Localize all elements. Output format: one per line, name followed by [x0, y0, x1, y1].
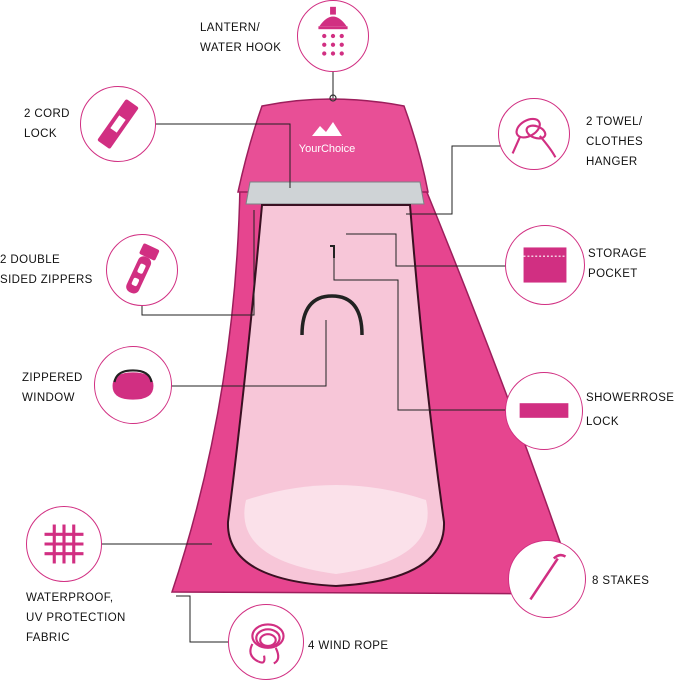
shower-strap [330, 245, 335, 258]
strap-icon [519, 403, 569, 418]
window-icon [112, 369, 154, 400]
coiled-rope-icon [249, 623, 285, 665]
cord-lock-circle [80, 86, 156, 162]
pocket-icon [523, 247, 567, 283]
wind-rope-label: 4 WIND ROPE [308, 640, 389, 652]
stake-icon [529, 553, 567, 601]
cord-lock-icon [97, 99, 139, 149]
logo-mountain-icon [312, 122, 342, 136]
mesh-grid-icon [44, 524, 84, 564]
towel-hanger-circle [498, 98, 570, 170]
wind-rope-circle [228, 604, 304, 680]
stakes-label: 8 STAKES [592, 575, 650, 587]
rope-loop-icon [511, 117, 557, 158]
brand-logo: YourChoice [299, 143, 355, 155]
fabric-circle [26, 506, 102, 582]
lantern-hook-circle [297, 0, 369, 72]
tent-rim [245, 181, 425, 205]
showerrose-lock-circle [505, 372, 583, 450]
shower-head-icon [318, 6, 348, 56]
tent-floor-shadow [244, 485, 428, 574]
lantern-hook-label: LANTERN/WATER HOOK [200, 22, 282, 54]
stakes-circle [508, 540, 586, 618]
storage-pocket-circle [505, 225, 585, 305]
zipper-pull-icon [126, 243, 160, 294]
window-circle [94, 346, 172, 424]
zippers-circle [106, 234, 178, 306]
